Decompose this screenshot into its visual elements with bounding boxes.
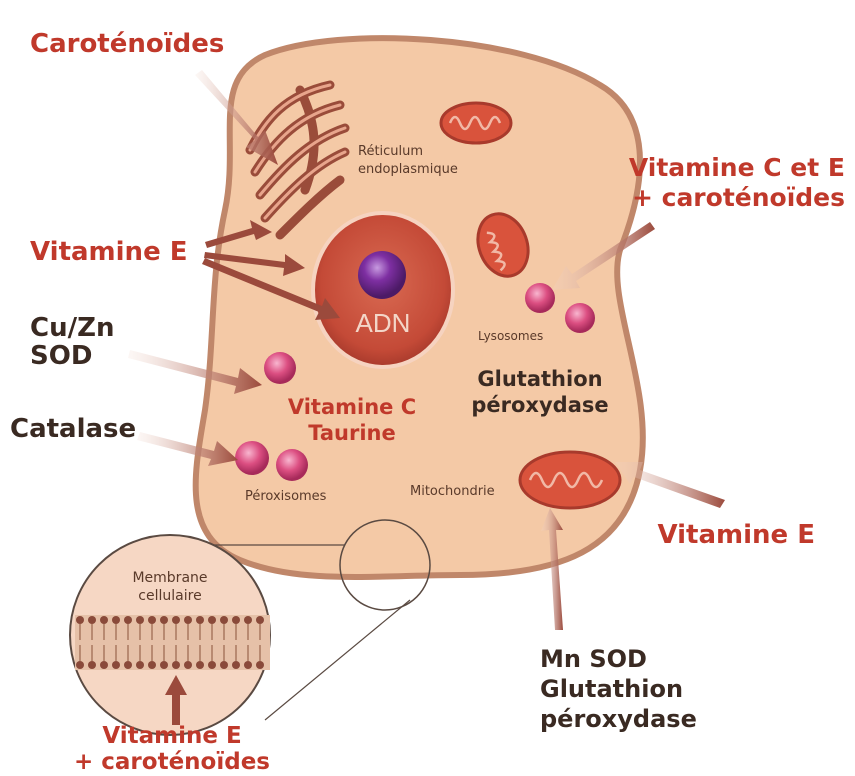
reticulum-label-1: Réticulum [358, 144, 423, 159]
mitochondrion-bottom [520, 452, 620, 508]
label-cu-zn-2: SOD [30, 341, 92, 371]
peroxisome [235, 441, 269, 475]
label-cu-zn-1: Cu/Zn [30, 313, 114, 343]
label-vitamine-c-e-1: Vitamine C et E [629, 153, 845, 182]
mitochondrion-top [441, 103, 511, 143]
nucleus-label: ADN [356, 308, 411, 338]
label-glutathion-center-2: péroxydase [471, 393, 608, 417]
peroxisome [276, 449, 308, 481]
nucleolus [358, 251, 406, 299]
label-carotenoides: Caroténoïdes [30, 29, 224, 59]
mitochondria-label: Mitochondrie [410, 484, 495, 499]
label-catalase: Catalase [10, 414, 136, 444]
label-membrane-vitamine-e: Vitamine E [102, 723, 241, 749]
label-vitamine-c: Vitamine C [288, 395, 416, 419]
label-vitamine-c-e-2: + caroténoïdes [632, 183, 845, 212]
lysosome [525, 283, 555, 313]
label-mn-sod-2: Glutathion [540, 675, 683, 703]
membrane-label-2: cellulaire [138, 588, 201, 604]
membrane-label-1: Membrane [132, 570, 207, 586]
label-mn-sod-3: péroxydase [540, 705, 697, 733]
lysosomes-label: Lysosomes [478, 329, 543, 343]
label-glutathion-center-1: Glutathion [477, 367, 602, 391]
label-vitamine-e-left: Vitamine E [30, 237, 188, 267]
peroxisomes-label: Péroxisomes [245, 489, 327, 504]
reticulum-label-2: endoplasmique [358, 162, 458, 177]
label-mn-sod-1: Mn SOD [540, 645, 647, 673]
lipid-bilayer [75, 615, 270, 670]
label-vitamine-e-right: Vitamine E [657, 520, 815, 550]
label-membrane-carotenoides: + caroténoïdes [74, 749, 270, 775]
lysosome [565, 303, 595, 333]
vesicle [264, 352, 296, 384]
label-taurine: Taurine [308, 421, 396, 445]
